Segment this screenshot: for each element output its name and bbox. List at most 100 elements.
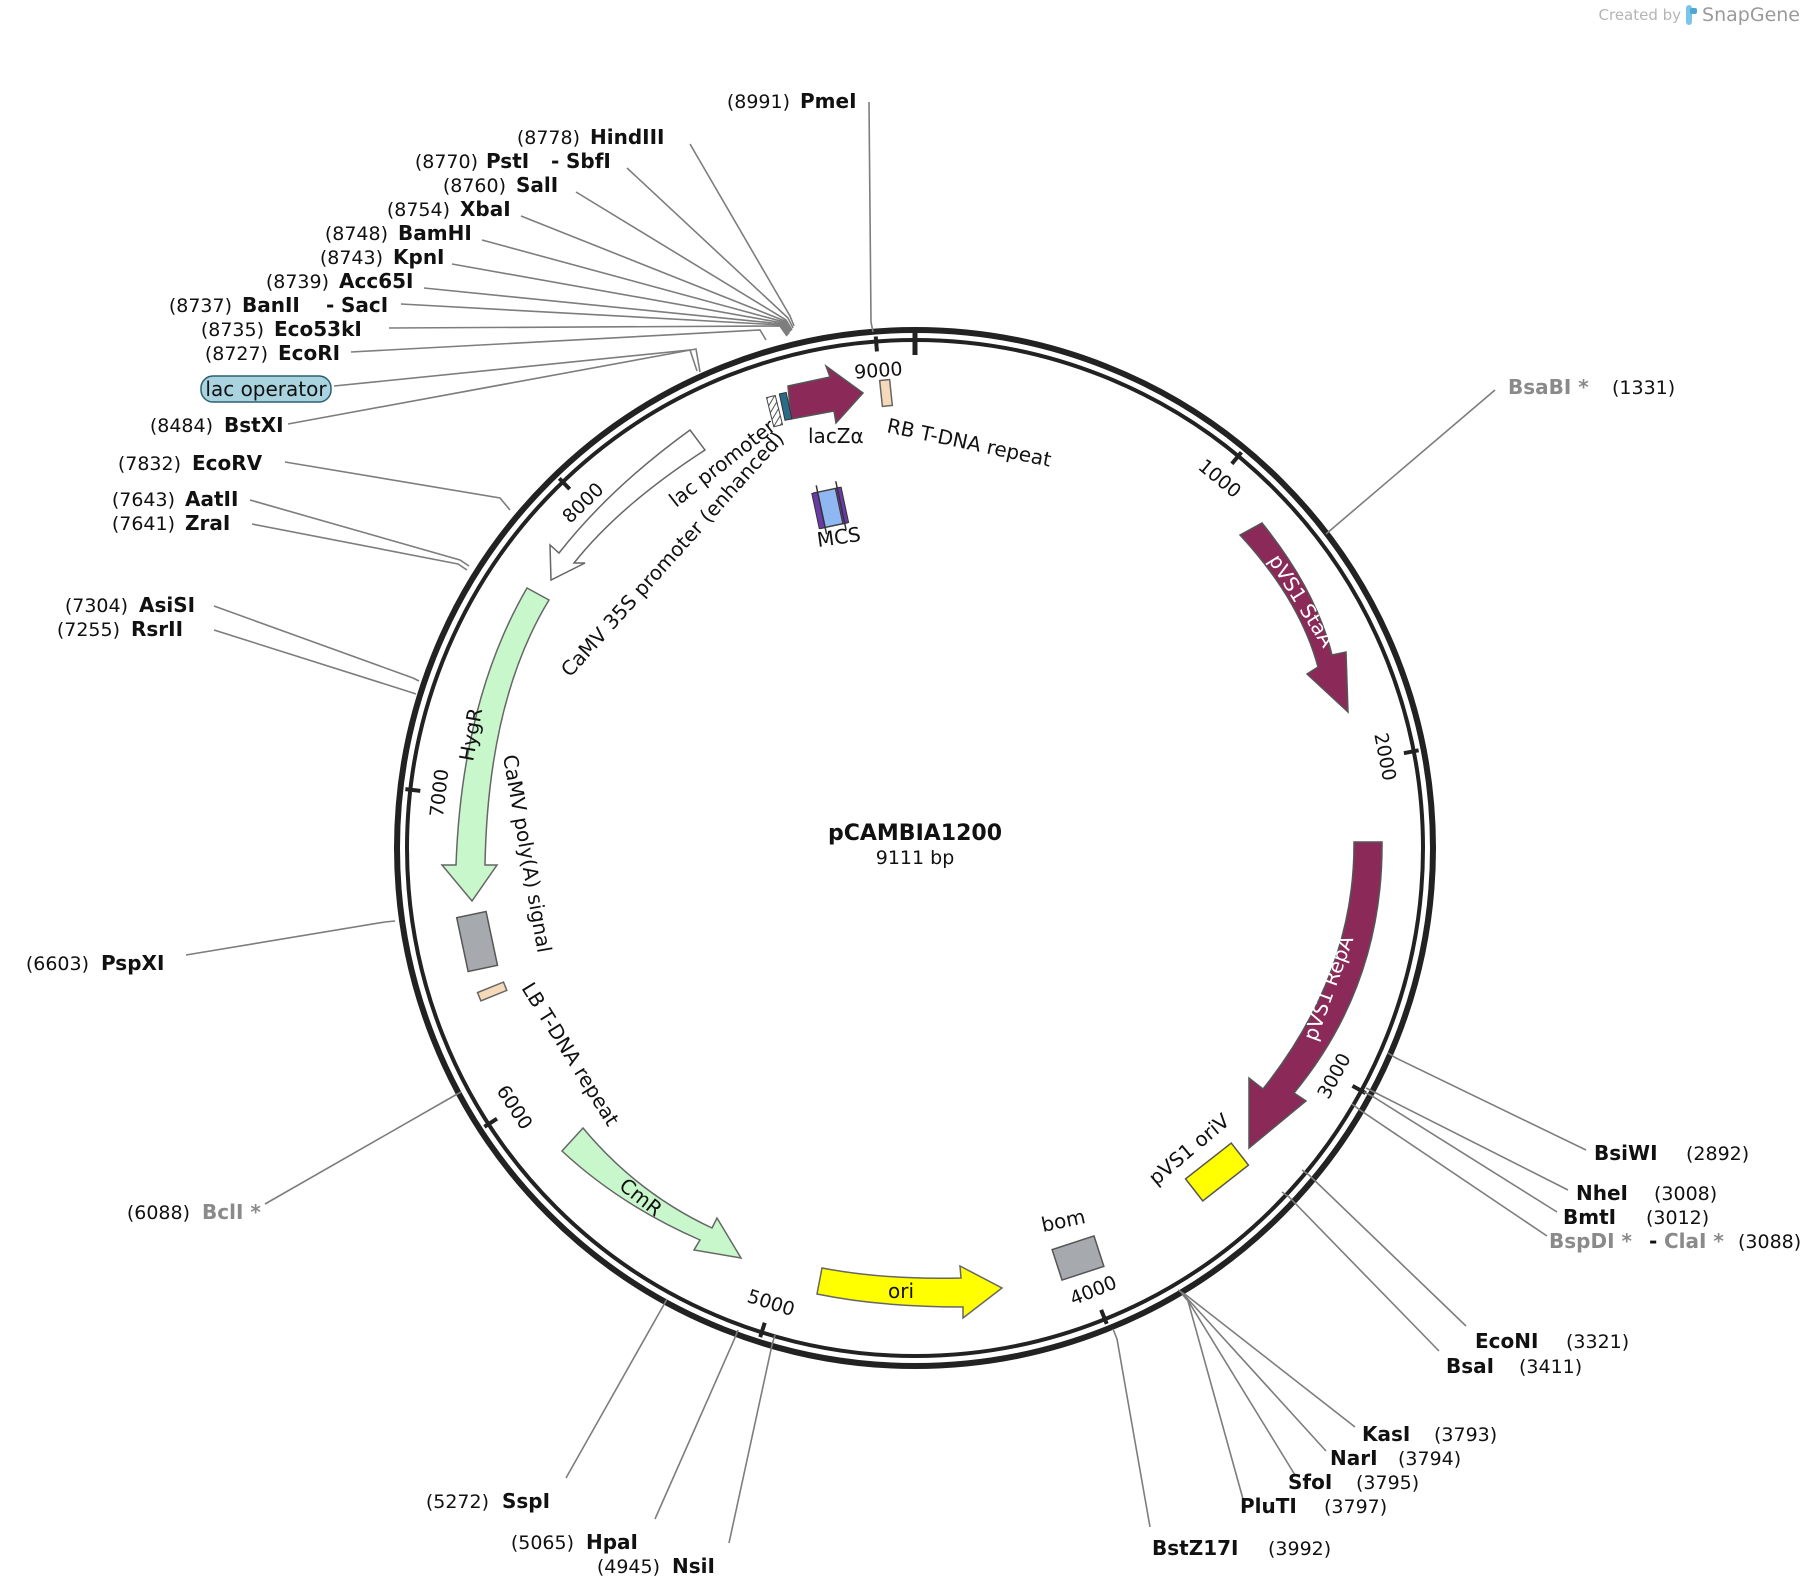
site-banii-dash: - (326, 293, 334, 317)
site-bsai-name[interactable]: BsaI (1446, 1354, 1494, 1378)
site-pmei-name[interactable]: PmeI (800, 89, 857, 113)
feature-camv-35s-promoter[interactable] (549, 428, 707, 582)
leader-bsai (1281, 1191, 1440, 1352)
site-banii-name[interactable]: BanII (242, 293, 300, 317)
feature-pvs1-staa[interactable] (1238, 522, 1349, 714)
site-sspi-name[interactable]: SspI (502, 1489, 550, 1513)
site-clai-name[interactable]: ClaI * (1664, 1229, 1724, 1253)
site-bspdi-dash: - (1649, 1229, 1657, 1253)
site-nhei-name[interactable]: NheI (1576, 1181, 1628, 1205)
site-bstxi-pos: (8484) (150, 415, 213, 437)
leader-pluti (1181, 1293, 1244, 1500)
tick-mark-6000 (483, 1116, 499, 1129)
feature-cmr[interactable] (560, 1126, 743, 1260)
feature-lb-tdna-repeat[interactable] (476, 981, 508, 1002)
tick-mark-9000 (873, 336, 879, 352)
label-bom: bom (1039, 1204, 1087, 1237)
site-kpni-name[interactable]: KpnI (393, 245, 445, 269)
feature-mcs[interactable] (810, 480, 850, 535)
site-hpai-name[interactable]: HpaI (586, 1530, 638, 1554)
site-hindiii-pos: (8778) (517, 127, 580, 149)
site-bcli-name[interactable]: BclI * (202, 1200, 261, 1224)
tick-mark-5000 (758, 1322, 767, 1338)
leader-sfoi (1180, 1291, 1296, 1476)
site-zrai-name[interactable]: ZraI (185, 511, 230, 535)
leader-acc65i (423, 287, 790, 335)
site-nsii-name[interactable]: NsiI (672, 1554, 715, 1578)
site-acc65i-name[interactable]: Acc65I (339, 269, 413, 293)
site-ecorv-name[interactable]: EcoRV (192, 451, 263, 475)
lac-operator-badge[interactable] (200, 375, 332, 403)
site-bamhi-name[interactable]: BamHI (398, 221, 472, 245)
leader-hpai (654, 1329, 739, 1520)
leader-nsii (728, 1334, 776, 1544)
site-rsrii-pos: (7255) (57, 619, 120, 641)
site-aatii-name[interactable]: AatII (185, 487, 238, 511)
site-pmei-pos: (8991) (727, 91, 790, 113)
site-ecori-pos: (8727) (205, 343, 268, 365)
site-econi-name[interactable]: EcoNI (1475, 1329, 1538, 1353)
site-bmti-name[interactable]: BmtI (1563, 1205, 1616, 1229)
site-sfoi-name[interactable]: SfoI (1288, 1470, 1332, 1494)
feature-ori[interactable] (816, 1264, 1004, 1320)
site-bstz17i-name[interactable]: BstZ17I (1152, 1536, 1238, 1560)
site-hindiii-name[interactable]: HindIII (590, 125, 664, 149)
feature-hygr[interactable] (440, 586, 551, 903)
tick-label-1000: 1000 (1194, 455, 1245, 503)
feature-pvs1-repa[interactable] (1248, 841, 1383, 1150)
site-bstz17i-pos: (3992) (1268, 1538, 1331, 1560)
site-nari-name[interactable]: NarI (1330, 1446, 1378, 1470)
site-sbfi-name[interactable]: SbfI (566, 149, 611, 173)
feature-lacz-alpha[interactable] (787, 363, 865, 425)
site-aatii-pos: (7643) (112, 489, 175, 511)
site-pspxi-name[interactable]: PspXI (101, 951, 164, 975)
tick-mark-1000 (1230, 450, 1243, 466)
tick-mark-2000 (1403, 748, 1419, 756)
site-bsabi-name[interactable]: BsaBI * (1508, 375, 1589, 399)
tick-label-7000: 7000 (426, 768, 453, 819)
site-psti-dash: - (551, 149, 559, 173)
site-pspxi-pos: (6603) (26, 953, 89, 975)
feature-pvs1-oriv[interactable] (1184, 1142, 1250, 1202)
site-asisi-name[interactable]: AsiSI (139, 593, 195, 617)
leader-bamhi (481, 239, 791, 333)
label-camv-polya-signal: CaMV poly(A) signal (498, 753, 556, 955)
site-xbai-pos: (8754) (387, 199, 450, 221)
site-labels: (8991) PmeI (8778) HindIII (8770) PstI -… (26, 89, 1801, 1578)
site-rsrii-name[interactable]: RsrII (131, 617, 183, 641)
plasmid-size: 9111 bp (876, 847, 955, 869)
credit-brand: SnapGene (1702, 4, 1800, 26)
site-kasi-name[interactable]: KasI (1362, 1422, 1410, 1446)
feature-rb-tdna-repeat[interactable] (878, 378, 894, 408)
site-psti-name[interactable]: PstI (486, 149, 529, 173)
site-sspi-pos: (5272) (426, 1491, 489, 1513)
site-hpai-pos: (5065) (511, 1532, 574, 1554)
site-saci-name[interactable]: SacI (341, 293, 388, 317)
site-xbai-name[interactable]: XbaI (460, 197, 511, 221)
site-sali-name[interactable]: SalI (516, 173, 558, 197)
feature-lac-operator[interactable] (778, 391, 793, 421)
site-bsai-pos: (3411) (1519, 1356, 1582, 1378)
site-pluti-name[interactable]: PluTI (1240, 1494, 1297, 1518)
site-banii-pos: (8737) (169, 295, 232, 317)
site-ecori-name[interactable]: EcoRI (278, 341, 340, 365)
site-pluti-pos: (3797) (1324, 1496, 1387, 1518)
leader-bstxi (287, 348, 701, 425)
leader-ecori (350, 329, 767, 353)
feature-camv-polya-signal[interactable] (455, 910, 499, 973)
label-pvs1-staa: pVS1 StaA (1264, 550, 1340, 652)
site-bsiwi-name[interactable]: BsiWI (1594, 1141, 1658, 1165)
leader-econi (1301, 1169, 1467, 1327)
leader-bcli (264, 1091, 462, 1205)
leader-banii (400, 303, 789, 336)
snapgene-credit: Created by SnapGene (1599, 4, 1800, 26)
site-kpni-pos: (8743) (320, 247, 383, 269)
feature-lac-promoter[interactable] (765, 394, 784, 428)
feature-bom[interactable] (1051, 1235, 1105, 1281)
site-eco53ki-name[interactable]: Eco53kI (274, 317, 362, 341)
site-bstxi-name[interactable]: BstXI (224, 413, 284, 437)
label-rb-tdna-repeat: RB T-DNA repeat (885, 413, 1054, 471)
site-bspdi-name[interactable]: BspDI * (1549, 1229, 1632, 1253)
site-psti-pos: (8770) (415, 151, 478, 173)
